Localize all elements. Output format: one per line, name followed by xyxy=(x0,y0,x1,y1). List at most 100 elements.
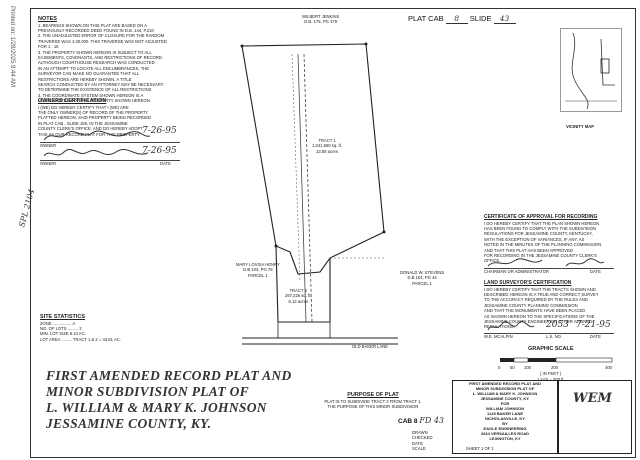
notes-line: TO DETERMINE THE EXISTENCE OF ALL RESTRI… xyxy=(38,87,153,93)
plat-cab-value: 8 xyxy=(445,14,468,24)
notes-line: 2. THE UNADJUSTED ERROR OF CLOSURE FOR T… xyxy=(38,33,165,39)
site-stats-heading: SITE STATISTICS xyxy=(40,314,86,320)
admin-fields: DRAWN CHECKED DATE SCALE xyxy=(412,430,450,452)
notes-line: TRAVERSE WAS 1:40,000. THIS TRAVERSE WAS… xyxy=(38,38,167,44)
notes-line: FOR 1 : 15 xyxy=(38,44,59,50)
purpose-line: THE PURPOSE OF THIS MINOR SUBDIVISION xyxy=(327,403,419,409)
record-cab-value: FD 43 xyxy=(419,416,445,425)
title-small-line: WILLIAM JOHNSON xyxy=(486,406,524,411)
owner-top-ref: D.B. 175, PG 479 xyxy=(304,19,338,25)
initials-box: WEM xyxy=(558,380,632,454)
surveyor-line: I DO HEREBY CERTIFY THAT THE TRACTS SHOW… xyxy=(484,286,596,292)
neighbor-left-name: MARY LOVISA HENRY xyxy=(236,262,280,267)
record-cab-label: CAB 8 xyxy=(398,418,418,425)
tract-1-area: 1,041,550 sq. ft. xyxy=(312,143,343,149)
surveyor-date-label: DATE xyxy=(590,334,601,339)
plat-sheet xyxy=(30,8,636,458)
notes-line: IN AN ATTEMPT TO LOCATE ALL ENCUMBRANCES… xyxy=(38,65,150,71)
scale-tick: 400 xyxy=(605,365,612,370)
approval-line: WITH THE EXCEPTION OF VARIANCES, IF ANY,… xyxy=(484,236,585,242)
plat-drawing xyxy=(240,42,398,345)
scale-units: 1 inch = 200 ft. xyxy=(537,377,565,382)
notes-block: NOTES 1. BEARINGS SHOWN ON THIS PLAT ARE… xyxy=(38,16,186,104)
owner-sig-line-2 xyxy=(40,160,180,161)
neighbor-right: DONALD W. STEVENS D.B 104, PG 44 PARCEL … xyxy=(400,270,444,286)
admin-checked: CHECKED xyxy=(412,435,433,441)
plat-cab-header: PLAT CAB 8 SLIDE 43 xyxy=(408,14,516,24)
notes-line: ALTHOUGH COURTHOUSE RESEARCH WAS CONDUCT… xyxy=(38,60,155,66)
site-stats-line: MIN. LOT SIZE 6.13 AC. xyxy=(40,331,86,337)
surveyor-signature xyxy=(487,321,535,331)
purpose-heading: PURPOSE OF PLAT xyxy=(347,392,399,398)
notes-line: PREVIOUSLY RECORDED DEED FOUND IN D.B. 1… xyxy=(38,27,154,33)
approval-line: FOR RECORDING IN THE JESSAMINE COUNTY CL… xyxy=(484,252,597,258)
notes-line: LOCAL SYSTEM FOR THE PROPERTY SHOWN HERE… xyxy=(38,98,151,104)
tract-2-area: 267,226 sq. ft. xyxy=(285,293,312,299)
surveyor-lsn: 2053 xyxy=(546,320,569,330)
surveyor-line: JESSAMINE COUNTY PLANNING COMMISSION xyxy=(484,302,578,308)
neighbor-left-parcel: PARCEL 1 xyxy=(247,272,268,278)
owner-sig-line-1 xyxy=(40,142,180,143)
title-small-line: LEXINGTON, KY xyxy=(489,436,521,441)
slide-value: 43 xyxy=(493,14,516,24)
approval-line: OFFICE. xyxy=(484,258,501,264)
tract-1-acres: 23.88 acres xyxy=(316,148,338,154)
title-small-line: EAGLE ENGINEERING xyxy=(483,426,527,431)
approval-sig-line xyxy=(484,268,614,269)
site-stats-line: NO. OF LOTS ......... 2 xyxy=(40,325,82,331)
notes-line: SURVEYOR CAN MAKE NO GUARANTEE THAT ALL xyxy=(38,71,140,77)
notes-line: 4. THE COORDINATE SYSTEM SHOWN HEREON IS… xyxy=(38,92,144,98)
slide-label: SLIDE xyxy=(469,14,492,23)
owner-date-2: 7-26-95 xyxy=(142,146,177,156)
surveyor-line: TO THE ACCURACY REQUIRED BY THE RULES AN… xyxy=(484,297,588,303)
surveyor-date: 7-21-95 xyxy=(576,320,611,330)
vicinity-map-label: VICINITY MAP xyxy=(566,124,595,129)
title-small-line: 1128 BAKER LANE xyxy=(486,411,523,416)
approval-line: I DO HEREBY CERTIFY THAT THE PLAN SHOWN … xyxy=(484,220,600,226)
surveyor-line: DESCRIBED HEREON IS A TRUE AND CORRECT S… xyxy=(484,291,599,297)
owner-signature-1 xyxy=(43,130,151,141)
purpose-of-plat: PURPOSE OF PLAT PLAT IS TO SUBDIVIDE TRA… xyxy=(298,392,448,409)
purpose-line: PLAT IS TO SUBDIVIDE TRACT 2 FROM TRACT … xyxy=(324,398,422,404)
owners-cert-line: COUNTY CLERK'S OFFICE, AND DO HEREBY ADO… xyxy=(38,126,143,132)
title-small-line: 2624 VERSAILLES ROAD xyxy=(480,431,529,436)
plat-title: FIRST AMENDED RECORD PLAT AND MINOR SUBD… xyxy=(46,368,346,432)
surveyor-heading: LAND SURVEYOR'S CERTIFICATION xyxy=(484,280,572,286)
approval-certificate: CERTIFICATE OF APPROVAL FOR RECORDING I … xyxy=(484,214,624,264)
surveyor-line: AND THAT THE MONUMENTS HAVE BEEN PLACED xyxy=(484,308,586,314)
surveyor-sig-label: W.E. MCALPIN xyxy=(484,334,513,339)
notes-line: RESTRICTIONS ARE HEREBY SHOWN. A TITLE xyxy=(38,76,132,82)
notes-heading: NOTES xyxy=(38,16,57,22)
owner-date-label: DATE xyxy=(160,161,171,166)
neighbor-right-parcel: PARCEL 1 xyxy=(412,280,432,286)
sheet-count: SHEET 1 OF 1 xyxy=(466,446,494,451)
surveyor-lsn-label: L.S. NO. xyxy=(546,334,563,339)
owner-top-name: WILBERT JENKINS xyxy=(302,14,340,19)
notes-line: SEARCH CONDUCTED BY AN ATTORNEY MAY BE N… xyxy=(38,81,164,87)
scale-tick: 50 xyxy=(510,365,515,370)
approval-line: HAS BEEN FOUND TO COMPLY WITH THE SUBDIV… xyxy=(484,225,596,231)
plat-title-line: MINOR SUBDIVISION PLAT OF xyxy=(46,384,249,399)
record-reference: CAB 8 FD 43 xyxy=(398,416,444,425)
neighbor-right-ref: D.B 104, PG 44 xyxy=(407,275,437,281)
site-stats-line: LOT AREA ......... TRACT 1 & 2 = 43.81 A… xyxy=(40,336,121,342)
vicinity-map xyxy=(560,28,622,112)
scale-tick: 100 xyxy=(524,365,531,370)
vicinity-map-drawing xyxy=(565,32,617,110)
owners-cert-line: IN PLAT CAB., SLIDE 159, IN THE JESSAMIN… xyxy=(38,120,128,126)
initials: WEM xyxy=(573,391,612,406)
tract-1-label: TRACT 1 1,041,550 sq. ft. 23.88 acres xyxy=(312,138,342,154)
owner-label-2: OWNER xyxy=(40,161,57,166)
owners-cert-heading: OWNERS CERTIFICATION xyxy=(38,98,107,104)
tract-2-name: TRACT 2 xyxy=(289,288,307,293)
admin-date: DATE xyxy=(412,440,423,446)
neighbor-left: MARY LOVISA HENRY D.B 103, PG 78 PARCEL … xyxy=(236,262,280,278)
print-stamp: Printed on: 1/28/2025 9:44 AM xyxy=(9,6,15,88)
graphic-scale-bar xyxy=(500,357,613,363)
owner-signature-2 xyxy=(43,148,149,157)
notes-line: 1. BEARINGS SHOWN ON THIS PLAT ARE BASED… xyxy=(38,22,147,28)
owners-cert-line: THE ONLY OWNER(S) OF RECORD OF THE PROPE… xyxy=(38,109,149,115)
approval-line: AND THAT THIS PLAT HAS BEEN APPROVED xyxy=(484,247,573,253)
owner-label-1: OWNER xyxy=(40,143,57,148)
plat-title-line: FIRST AMENDED RECORD PLAT AND xyxy=(46,368,292,383)
